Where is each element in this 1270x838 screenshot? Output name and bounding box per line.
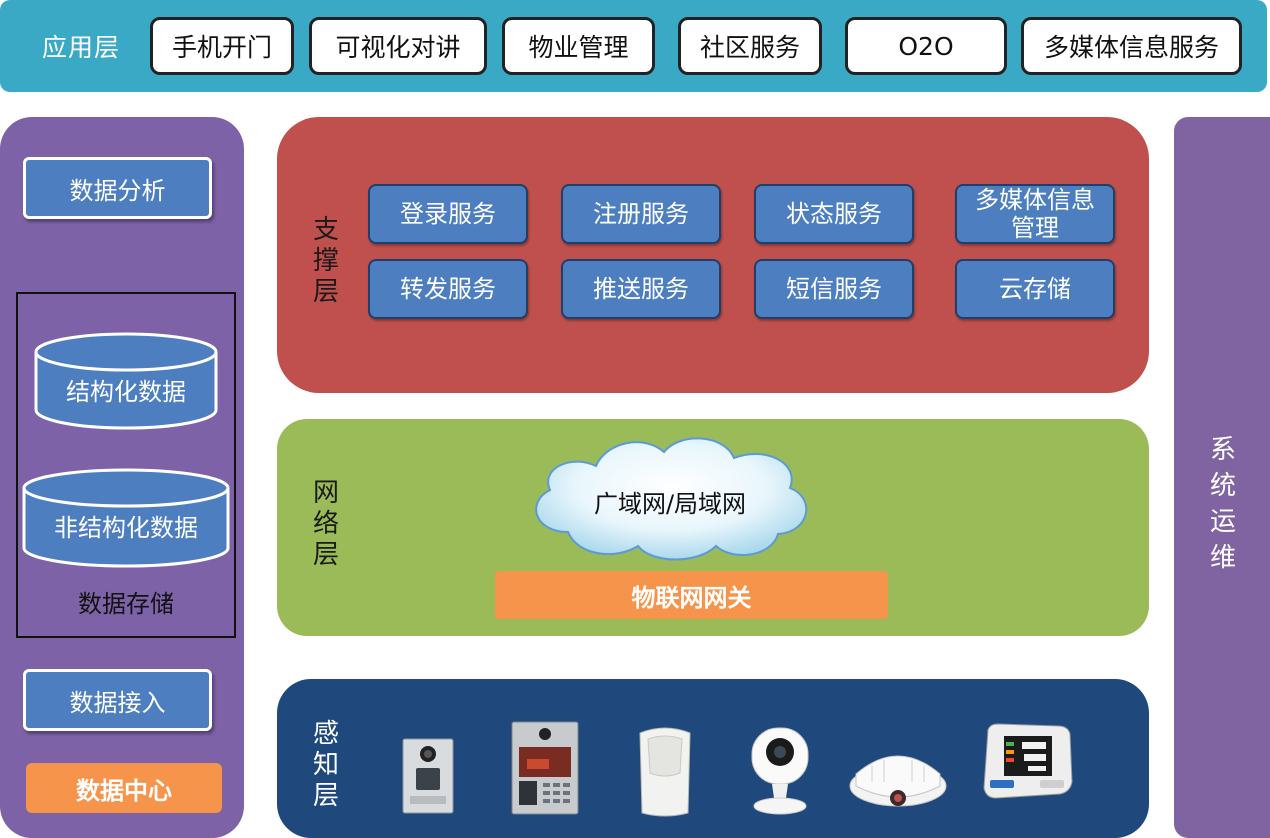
- app-item-video-intercom: 可视化对讲: [309, 17, 487, 75]
- iot-gateway: 物联网网关: [495, 571, 888, 619]
- video-door-panel-icon: [511, 721, 579, 815]
- structured-data-cylinder: [34, 332, 218, 430]
- data-storage-box: [16, 292, 236, 638]
- data-storage-label: 数据存储: [78, 590, 174, 618]
- unstructured-data-label: 非结构化数据: [54, 514, 198, 542]
- application-layer-title: 应用层: [42, 33, 121, 62]
- login-service: 登录服务: [368, 184, 528, 244]
- data-access-box: 数据接入: [23, 669, 212, 731]
- sms-service: 短信服务: [754, 259, 914, 319]
- push-service: 推送服务: [561, 259, 721, 319]
- app-item-community-service: 社区服务: [678, 17, 822, 75]
- data-analysis-box: 数据分析: [23, 157, 212, 219]
- support-layer: [277, 117, 1149, 393]
- multimedia-management-service: 多媒体信息管理: [955, 184, 1115, 244]
- smart-camera-icon: [751, 727, 809, 815]
- structured-data-label: 结构化数据: [66, 378, 186, 406]
- pir-sensor-icon: [639, 727, 691, 817]
- app-item-property-management: 物业管理: [502, 17, 655, 75]
- perception-layer-label: 感知层: [312, 719, 339, 811]
- unstructured-data-cylinder: [22, 468, 230, 568]
- app-item-multimedia-service: 多媒体信息服务: [1021, 17, 1242, 75]
- cloud-storage-service: 云存储: [955, 259, 1115, 319]
- door-intercom-icon: [402, 738, 454, 814]
- smoke-detector-icon: [849, 755, 947, 807]
- blood-pressure-monitor-icon: [983, 723, 1073, 799]
- operations-panel: [1174, 117, 1270, 838]
- cloud-label: 广域网/局域网: [593, 490, 747, 518]
- app-item-mobile-door: 手机开门: [150, 17, 294, 75]
- status-service: 状态服务: [754, 184, 914, 244]
- network-layer-label: 网络层: [312, 478, 339, 570]
- forwarding-service: 转发服务: [368, 259, 528, 319]
- app-item-o2o: O2O: [845, 17, 1007, 75]
- support-layer-label: 支撑层: [312, 215, 339, 307]
- operations-label: 系统运维: [1209, 435, 1236, 573]
- cloud-icon: [535, 437, 808, 561]
- register-service: 注册服务: [561, 184, 721, 244]
- data-center-label: 数据中心: [26, 763, 222, 813]
